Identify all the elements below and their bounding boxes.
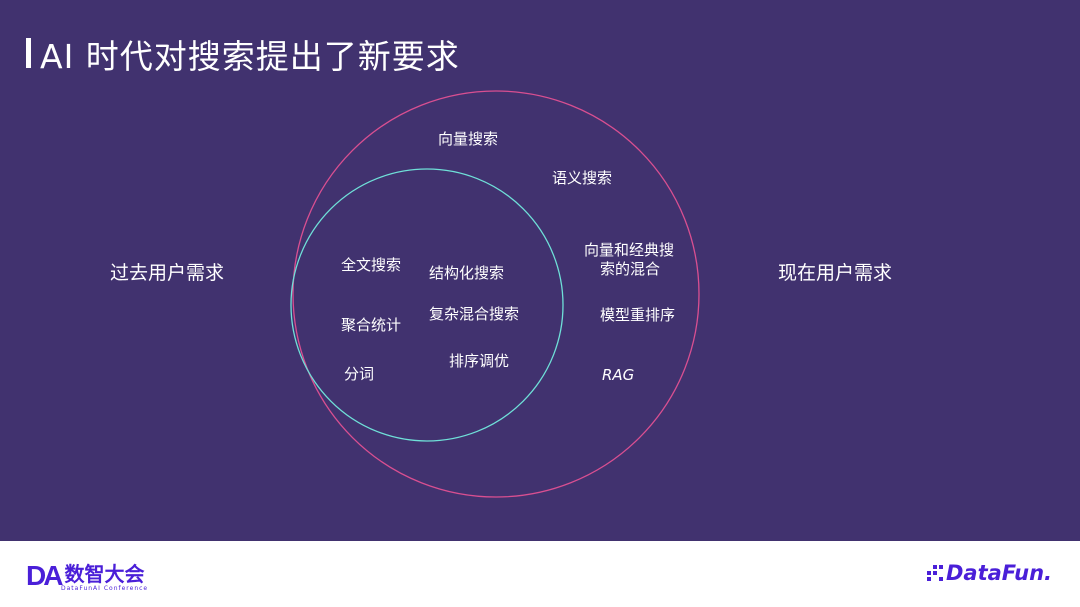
outer-circle-current-needs xyxy=(292,90,700,498)
da-logo-mark: DA xyxy=(26,560,63,591)
item-aggregation: 聚合统计 xyxy=(341,316,402,334)
item-tokenization: 分词 xyxy=(344,365,375,383)
datafun-logo-text: DataFun. xyxy=(945,561,1052,585)
footer: DA 数智大会 DataFunAI Conference DataFun. xyxy=(0,541,1080,607)
item-ranking-tuning: 排序调优 xyxy=(449,352,510,370)
page-title: AI 时代对搜索提出了新要求 xyxy=(40,37,460,76)
item-fulltext-search: 全文搜索 xyxy=(341,256,402,274)
item-structured-search: 结构化搜索 xyxy=(429,264,505,282)
item-rag: RAG xyxy=(602,366,635,384)
inner-circle-past-needs xyxy=(290,168,564,442)
datafun-logo: DataFun. xyxy=(926,561,1052,585)
item-model-rerank: 模型重排序 xyxy=(600,306,676,324)
past-needs-label: 过去用户需求 xyxy=(110,262,225,284)
datafun-ai-conference-logo: DA 数智大会 DataFunAI Conference xyxy=(26,560,147,593)
title-accent-bar xyxy=(26,38,31,68)
pixel-dots-icon xyxy=(926,565,943,581)
item-vector-search: 向量搜索 xyxy=(438,130,499,148)
current-needs-label: 现在用户需求 xyxy=(778,262,893,284)
item-hybrid-line1: 向量和经典搜 xyxy=(584,241,675,259)
da-logo-cn: 数智大会 xyxy=(64,562,145,586)
item-semantic-search: 语义搜索 xyxy=(552,169,613,187)
item-hybrid-line2: 索的混合 xyxy=(600,260,661,278)
venn-diagram xyxy=(290,90,700,498)
da-logo-en: DataFunAI Conference xyxy=(61,585,149,592)
item-complex-hybrid-search: 复杂混合搜索 xyxy=(429,305,520,323)
slide: AI 时代对搜索提出了新要求 过去用户需求 现在用户需求 全文搜索 结构化搜索 … xyxy=(0,0,1080,541)
